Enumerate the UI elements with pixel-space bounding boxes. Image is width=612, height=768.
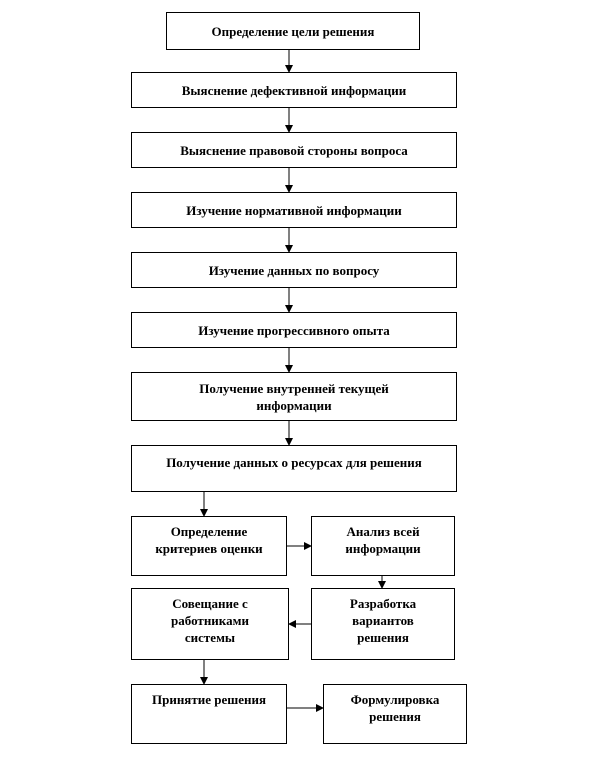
step-progressive-experience-label: Изучение прогрессивного опыта [198, 322, 390, 338]
step-criteria-label: Определение критериев оценки [155, 524, 263, 556]
step-alternatives: Разработка вариантов решения [311, 588, 455, 660]
step-resources-data: Получение данных о ресурсах для решения [131, 445, 457, 492]
step-decision-label: Принятие решения [151, 692, 266, 707]
step-meeting: Совещание с работниками системы [131, 588, 289, 660]
step-normative-info: Изучение нормативной информации [131, 192, 457, 228]
step-progressive-experience: Изучение прогрессивного опыта [131, 312, 457, 348]
step-formulation: Формулировка решения [323, 684, 467, 744]
step-issue-data: Изучение данных по вопросу [131, 252, 457, 288]
step-issue-data-label: Изучение данных по вопросу [208, 262, 380, 278]
step-decision: Принятие решения [131, 684, 287, 744]
step-legal-side: Выяснение правовой стороны вопроса [131, 132, 457, 168]
step-meeting-label: Совещание с работниками системы [171, 596, 249, 645]
step-defective-info-label: Выяснение дефективной информации [181, 82, 407, 98]
step-alternatives-label: Разработка вариантов решения [349, 596, 417, 645]
step-internal-info: Получение внутренней текущей информации [131, 372, 457, 421]
step-defective-info: Выяснение дефективной информации [131, 72, 457, 108]
step-resources-data-label: Получение данных о ресурсах для решения [166, 455, 422, 470]
step-analysis: Анализ всей информации [311, 516, 455, 576]
step-formulation-label: Формулировка решения [350, 692, 440, 724]
step-legal-side-label: Выяснение правовой стороны вопроса [180, 142, 408, 158]
step-normative-info-label: Изучение нормативной информации [186, 202, 402, 218]
step-criteria: Определение критериев оценки [131, 516, 287, 576]
step-analysis-label: Анализ всей информации [345, 524, 421, 556]
step-define-goal-label: Определение цели решения [211, 23, 375, 39]
step-internal-info-label: Получение внутренней текущей информации [199, 380, 389, 413]
step-define-goal: Определение цели решения [166, 12, 420, 50]
